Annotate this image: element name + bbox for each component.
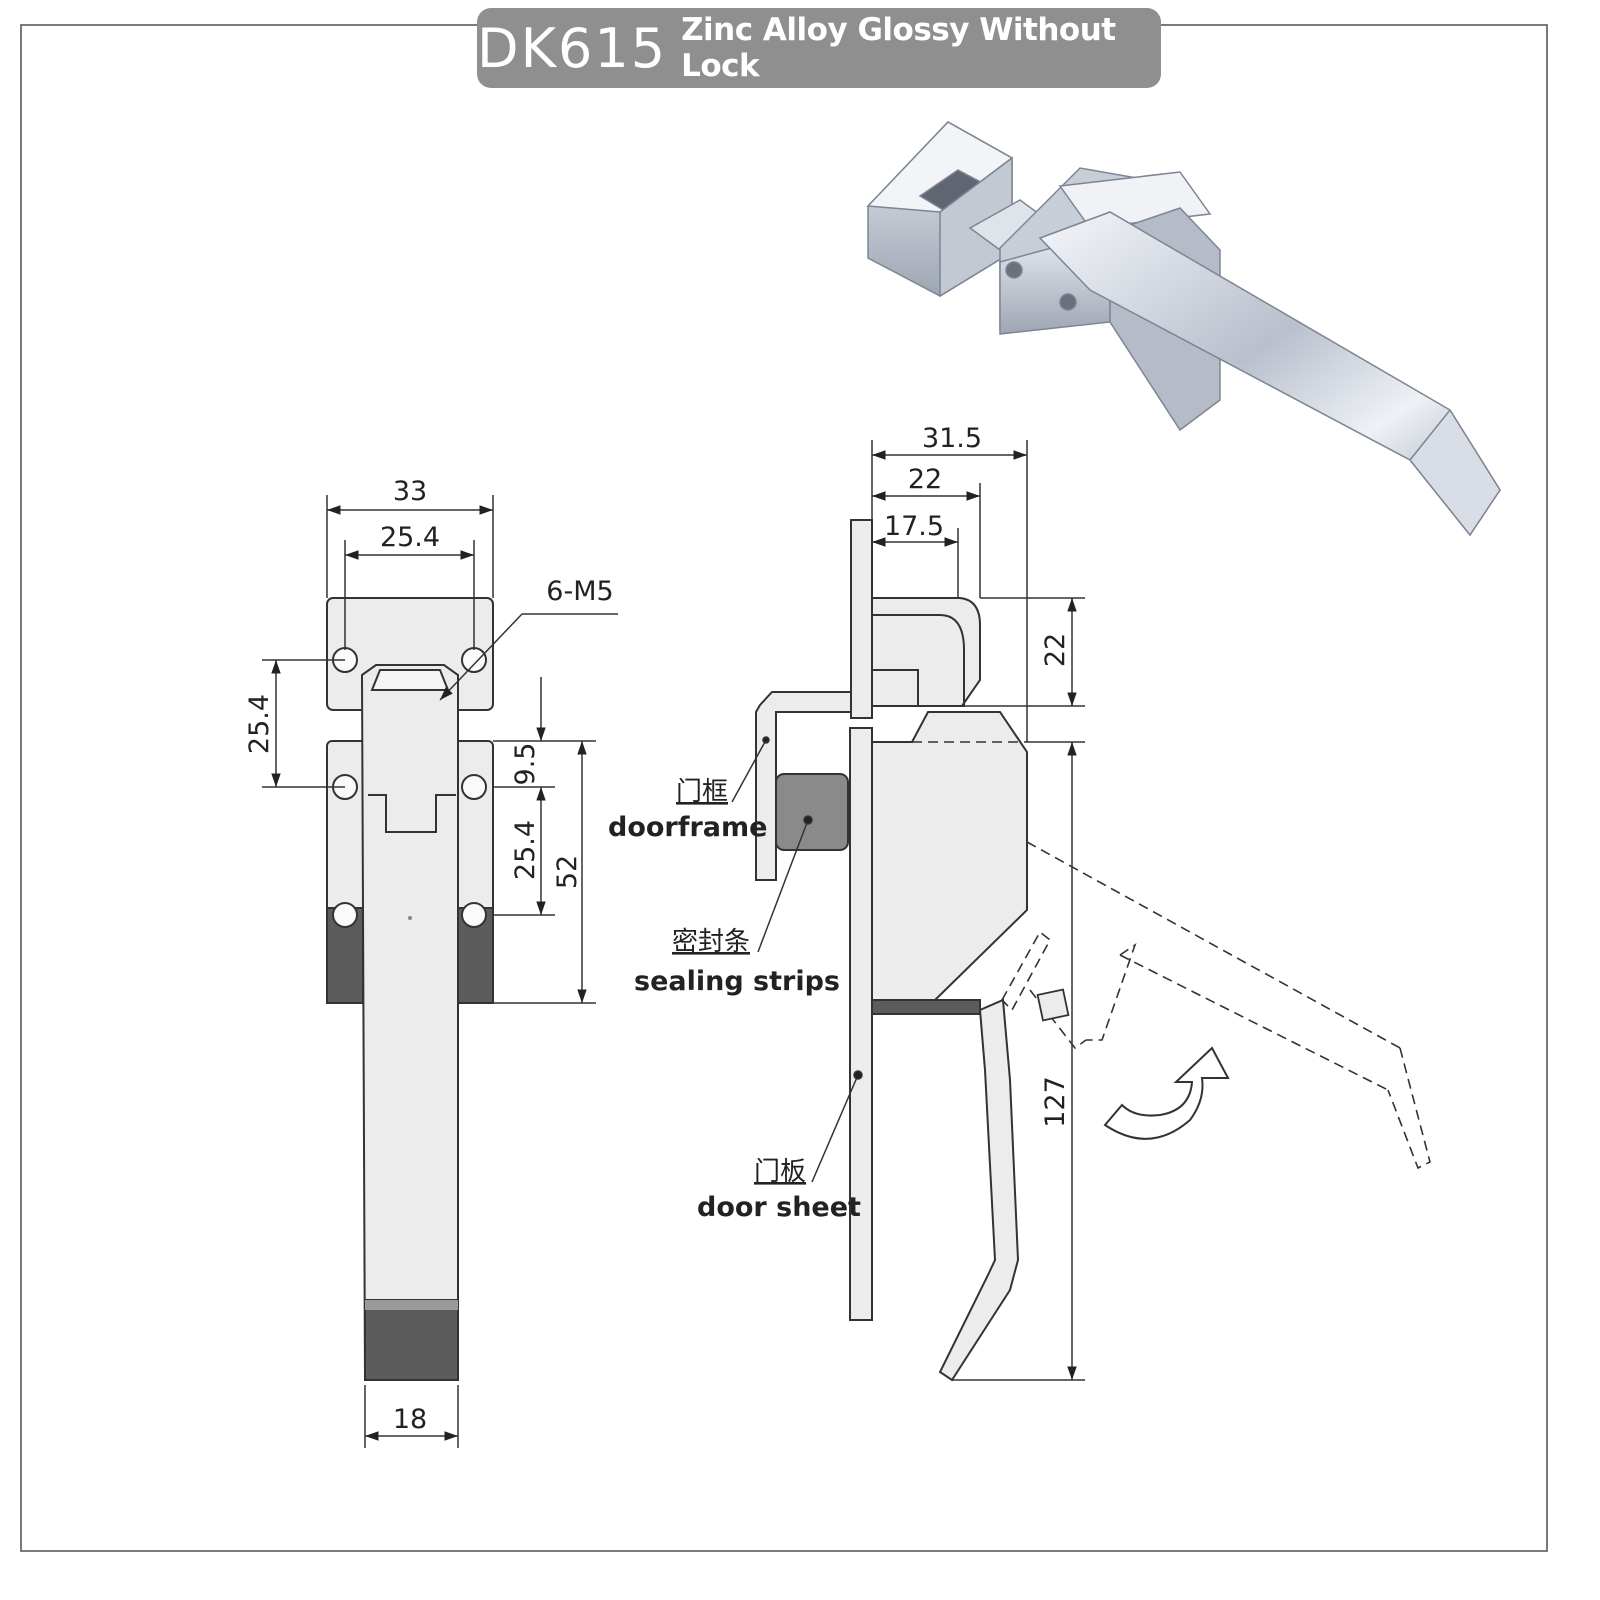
curved-arrow-icon <box>1103 1046 1230 1140</box>
dim-keeper-height: 22 <box>1040 633 1071 667</box>
dim-handle-width: 18 <box>393 1404 427 1435</box>
label-sealing-cn: 密封条 <box>672 927 750 957</box>
title-banner: DK615 Zinc Alloy Glossy Without Lock <box>477 8 1161 88</box>
dim-overall-width: 33 <box>393 476 427 507</box>
model-number: DK615 <box>477 16 668 80</box>
dim-hole-spacing-v-top: 25.4 <box>244 694 275 754</box>
dim-plate-depth: 17.5 <box>884 511 944 542</box>
dim-thread-callout: 6-M5 <box>546 576 613 607</box>
label-doorframe: doorframe <box>608 812 767 843</box>
front-view <box>326 597 494 1381</box>
dim-total-depth: 31.5 <box>922 423 982 454</box>
product-description: Zinc Alloy Glossy Without Lock <box>681 12 1116 84</box>
dim-keeper-depth: 22 <box>908 464 942 495</box>
side-view <box>755 519 1028 1382</box>
dim-body-height: 52 <box>552 855 583 889</box>
latch-photo-icon <box>866 121 1501 537</box>
label-doorsheet-cn: 门板 <box>754 1157 806 1187</box>
side-view-hidden-lines <box>912 741 1431 1170</box>
side-view-dimensions <box>731 440 1085 1381</box>
label-sealing: sealing strips <box>634 966 840 997</box>
label-doorframe-cn: 门框 <box>676 777 728 807</box>
dim-hole-spacing-v-lower: 25.4 <box>510 820 541 880</box>
dim-handle-length: 127 <box>1040 1076 1071 1128</box>
label-doorsheet: door sheet <box>697 1192 861 1223</box>
front-view-dimensions <box>262 495 618 1448</box>
dim-offset: 9.5 <box>510 743 541 786</box>
side-view-detent <box>1036 988 1070 1022</box>
dim-hole-spacing-h: 25.4 <box>380 522 440 553</box>
